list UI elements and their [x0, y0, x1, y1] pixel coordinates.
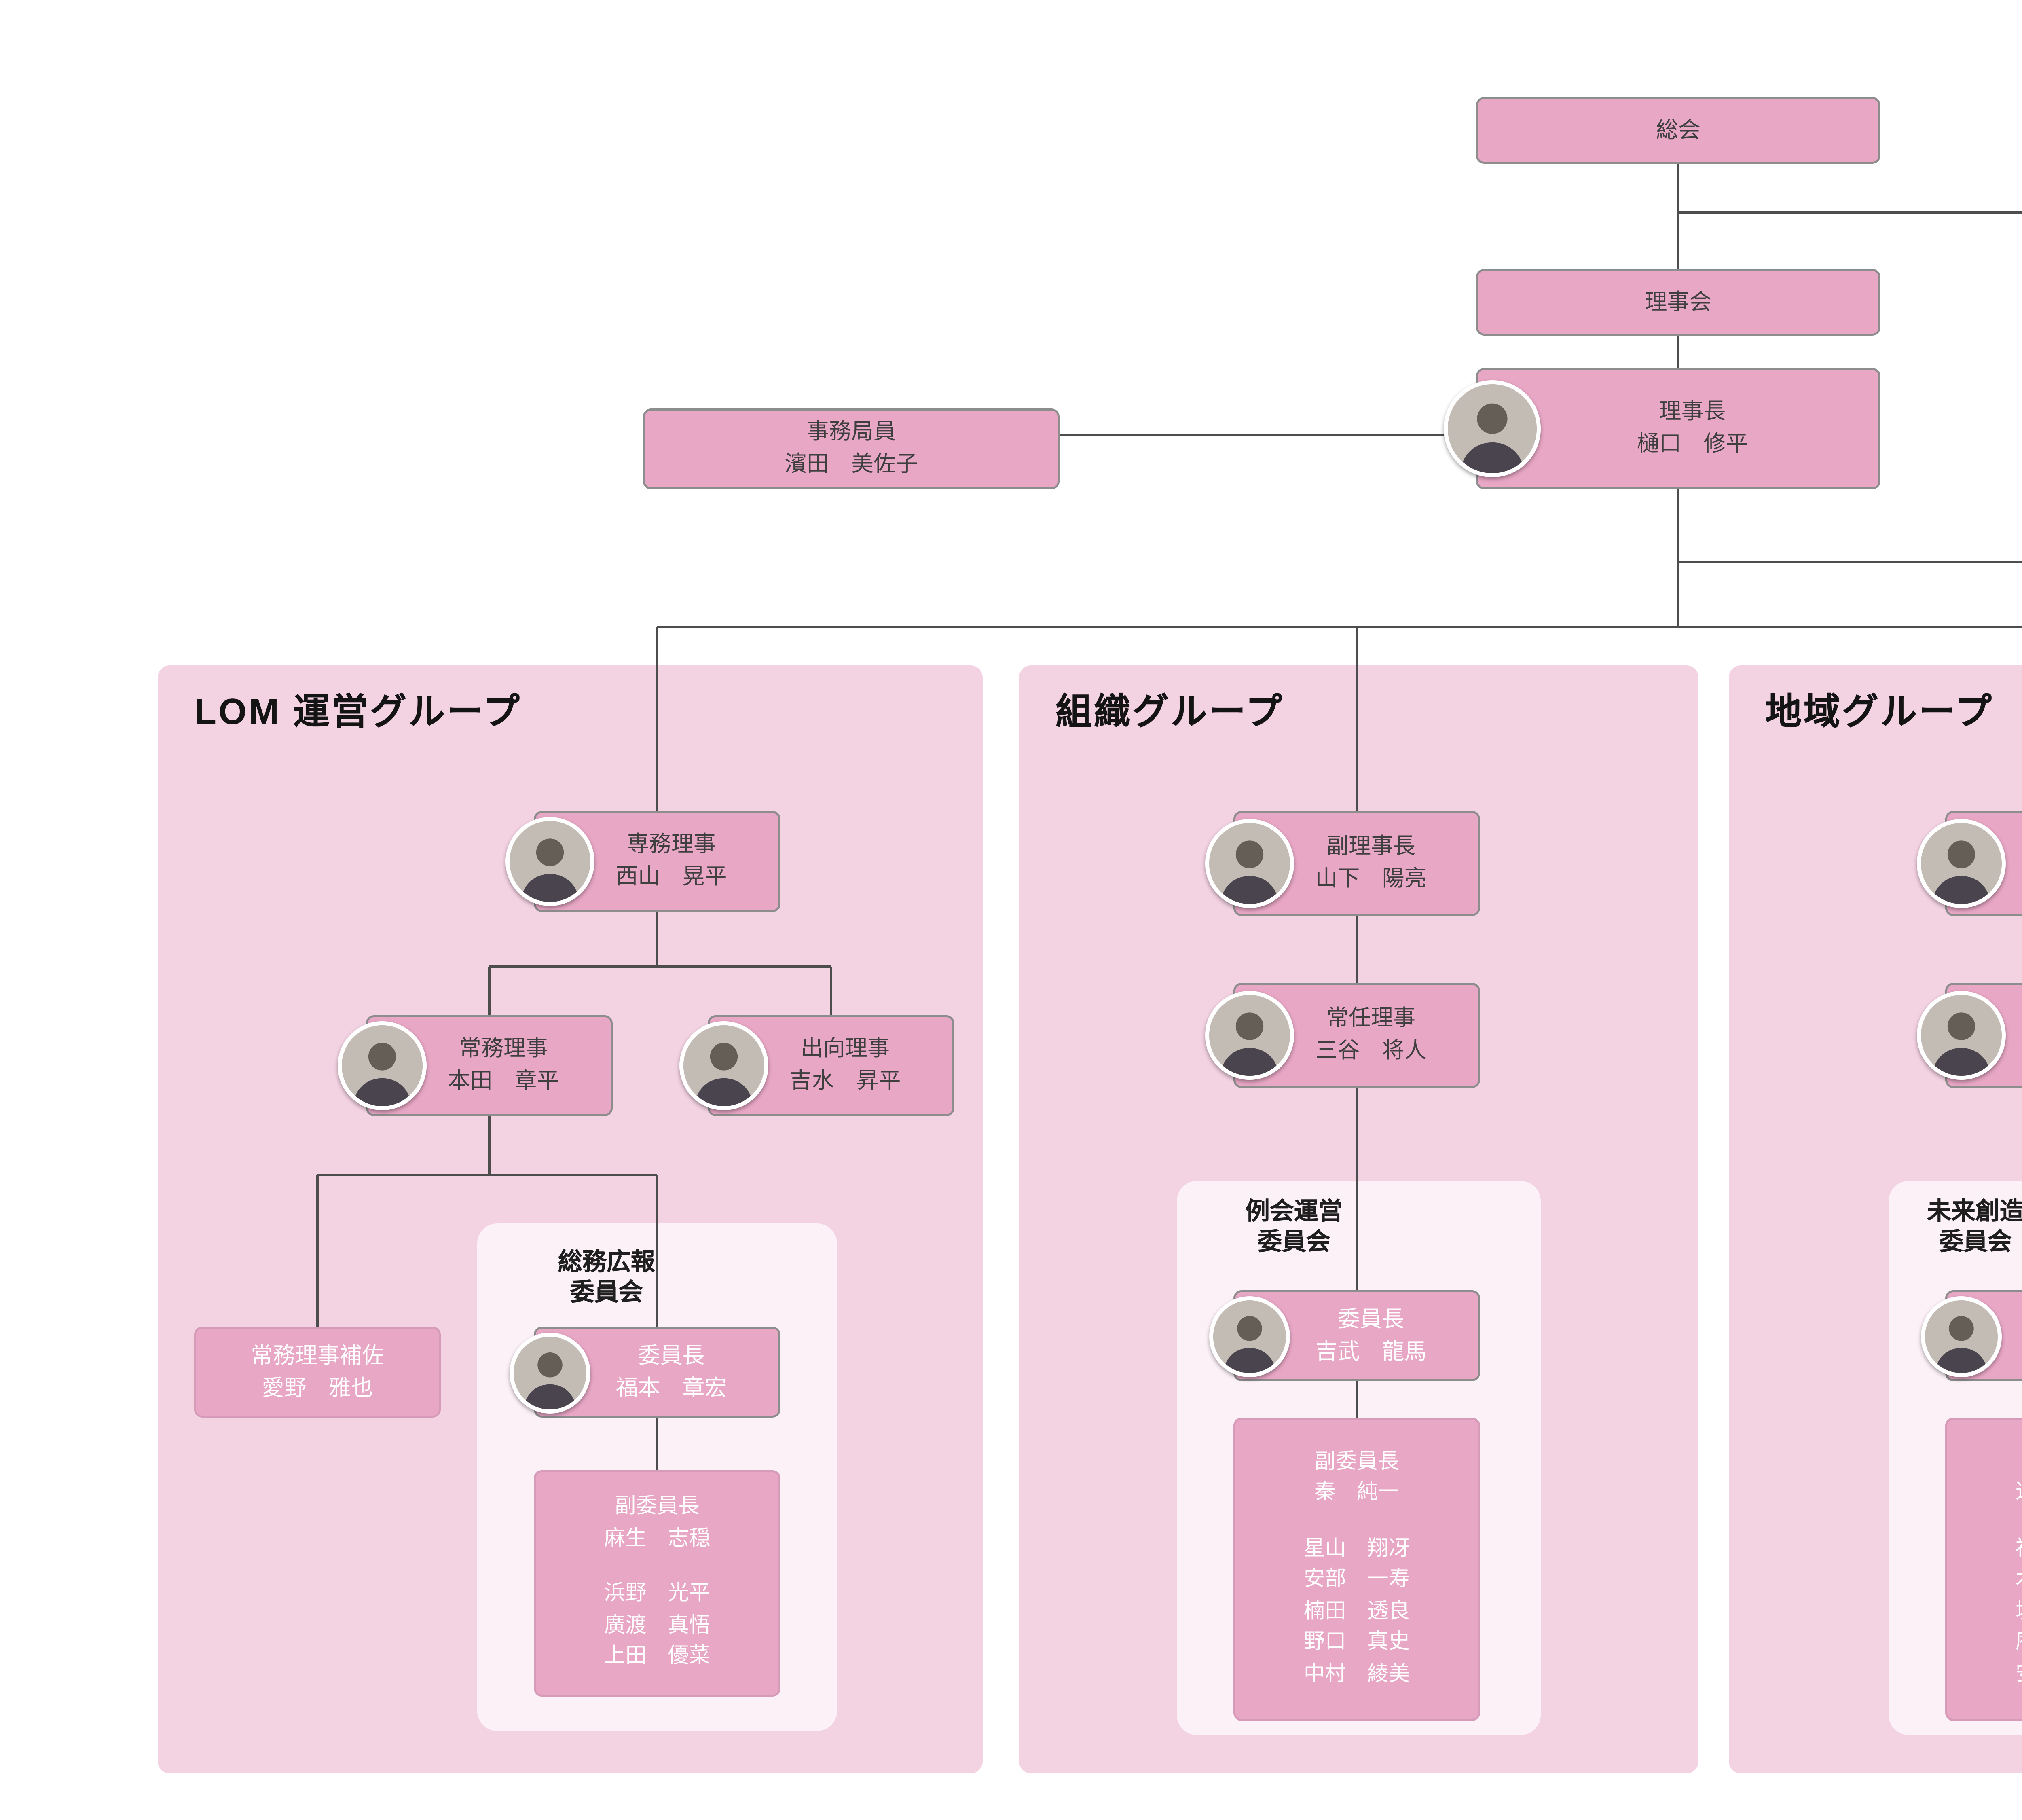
g1-officer-left-box: 常務理事 本田 章平 [338, 1015, 613, 1116]
avatar [1205, 991, 1294, 1080]
position-title: 常務理事補佐 [251, 1344, 384, 1368]
person-name: 山下 陽亮 [1315, 868, 1427, 892]
g3-member-list: 副委員長 辻原 理也 福井 崇郎 木村 誠也 城野 公積 庵原 将英 安倍 乃亮 [1945, 1418, 2022, 1721]
avatar [1444, 380, 1541, 477]
person-name: 福本 章宏 [615, 1376, 727, 1401]
board-label: 理事会 [1645, 290, 1712, 315]
g2-member-list: 副委員長 秦 純一 星山 翔冴 安部 一寿 楠田 透良 野口 真史 中村 綾美 [1233, 1418, 1480, 1721]
person-name: 本田 章平 [448, 1070, 559, 1094]
g1-officer-right-box: 出向理事 吉水 昇平 [679, 1015, 954, 1116]
person-name: 濱田 美佐子 [785, 453, 918, 477]
avatar [506, 817, 594, 906]
board-box: 理事会 [1476, 269, 1880, 336]
position-title: 常任理事 [1326, 1007, 1415, 1031]
group-title-lom: LOM 運営グループ [194, 692, 522, 732]
position-title: 専務理事 [627, 833, 716, 857]
member-name: 庵原 将英 [2016, 1628, 2022, 1660]
vice-chair-title: 副委員長 [615, 1495, 700, 1519]
member-name: 福井 崇郎 [2016, 1534, 2022, 1566]
member-name: 城野 公積 [2016, 1597, 2022, 1629]
g2-officer-box: 常任理事 三谷 将人 [1205, 983, 1480, 1088]
assembly-label: 総会 [1656, 118, 1701, 143]
position-title: 委員長 [1337, 1307, 1404, 1332]
position-title: 理事長 [1659, 400, 1726, 425]
member-name: 上田 優菜 [604, 1644, 711, 1669]
chairman-box: 理事長 樋口 修平 [1444, 368, 1880, 489]
person-name: 吉武 龍馬 [1315, 1340, 1427, 1364]
g1-committee-title: 総務広報 委員会 [558, 1248, 655, 1306]
avatar [510, 1331, 590, 1413]
person-name: 三谷 将人 [1315, 1039, 1427, 1064]
g1-member-list: 副委員長 麻生 志穏 浜野 光平 廣渡 真悟 上田 優菜 [534, 1470, 780, 1697]
avatar [1917, 819, 2006, 908]
avatar [1917, 991, 2006, 1080]
group-title-chiiki: 地域グループ [1765, 692, 1994, 732]
group-title-soshiki: 組織グループ [1055, 692, 1284, 732]
g1-assistant-box: 常務理事補佐 愛野 雅也 [194, 1327, 441, 1418]
member-name: 浜野 光平 [604, 1582, 711, 1606]
vice-chair-name: 秦 純一 [1314, 1481, 1399, 1505]
vice-chair-name: 辻原 理也 [2016, 1479, 2022, 1510]
member-name: 木村 誠也 [2016, 1566, 2022, 1597]
g1-head-box: 専務理事 西山 晃平 [506, 811, 780, 912]
position-title: 出向理事 [801, 1037, 890, 1062]
position-title: 事務局員 [807, 421, 896, 445]
vice-chair-title: 副委員長 [1314, 1449, 1399, 1474]
member-name: 野口 真史 [1303, 1630, 1410, 1655]
member-name: 楠田 透良 [1303, 1599, 1410, 1623]
g3-committee-title: 未来創造 委員会 [1927, 1197, 2022, 1256]
g3-head-box: 副理事長 小林 拓成 [1917, 811, 2022, 916]
person-name: 樋口 修平 [1637, 433, 1748, 457]
person-name: 西山 晃平 [615, 866, 727, 890]
avatar [679, 1021, 768, 1110]
member-name: 安部 一寿 [1303, 1568, 1410, 1592]
secretariat-box: 事務局員 濱田 美佐子 [643, 408, 1060, 489]
avatar [1209, 1295, 1290, 1376]
member-name: 廣渡 真悟 [604, 1613, 711, 1638]
assembly-box: 総会 [1476, 97, 1880, 164]
position-title: 委員長 [638, 1344, 705, 1368]
avatar [1205, 819, 1294, 908]
g2-chair-box: 委員長 吉武 龍馬 [1209, 1290, 1480, 1381]
member-name: 中村 綾美 [1303, 1661, 1410, 1686]
position-title: 常務理事 [459, 1037, 548, 1062]
g2-committee-title: 例会運営 委員会 [1245, 1197, 1343, 1256]
person-name: 吉水 昇平 [789, 1070, 901, 1094]
avatar [1921, 1295, 2002, 1376]
member-name: 星山 翔冴 [1303, 1536, 1410, 1561]
g3-chair-box: 委員長 甲斐 智則 [1921, 1290, 2022, 1381]
g2-head-box: 副理事長 山下 陽亮 [1205, 811, 1480, 916]
position-title: 副理事長 [1326, 835, 1415, 859]
member-name: 安倍 乃亮 [2016, 1660, 2022, 1691]
person-name: 愛野 雅也 [262, 1376, 373, 1401]
vice-chair-name: 麻生 志穏 [604, 1526, 711, 1551]
g1-chair-box: 委員長 福本 章宏 [510, 1327, 780, 1418]
avatar [338, 1021, 427, 1110]
g3-officer-box: 常任理事 山田 光紘 [1917, 983, 2022, 1088]
